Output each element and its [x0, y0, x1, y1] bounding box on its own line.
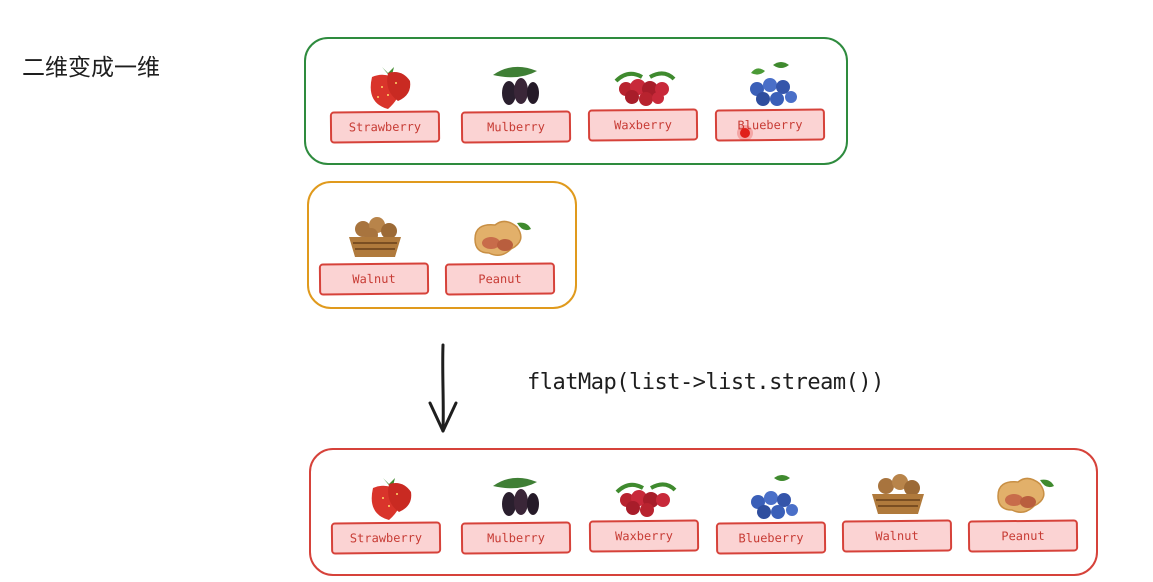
blueberry-icon	[751, 475, 798, 519]
blueberry-icon	[750, 62, 797, 106]
list-item: Strawberry	[330, 472, 443, 572]
flattened-list-box: Strawberry Mulberry Waxberry Blueberry	[309, 448, 1098, 576]
mouse-pointer-icon	[740, 128, 750, 138]
item-label: Strawberry	[330, 521, 442, 555]
list-item: Peanut	[967, 470, 1080, 570]
item-label: Blueberry	[715, 521, 827, 555]
flatmap-code-label: flatMap(list->list.stream())	[527, 370, 884, 395]
item-label: Walnut	[318, 262, 430, 296]
list-item: Strawberry	[329, 61, 442, 161]
list-item: Peanut	[444, 213, 557, 313]
item-label: Strawberry	[329, 110, 441, 144]
item-label: Waxberry	[588, 519, 700, 553]
list-item: Blueberry	[715, 472, 828, 572]
waxberry-icon	[614, 71, 676, 106]
strawberry-icon	[370, 67, 411, 109]
walnut-icon	[349, 217, 401, 257]
list-item: Waxberry	[587, 59, 700, 159]
item-label: Mulberry	[460, 110, 572, 144]
list-item: Waxberry	[588, 470, 701, 570]
peanut-icon	[997, 477, 1054, 513]
item-label: Peanut	[967, 519, 1079, 553]
list-item: Walnut	[841, 470, 954, 570]
walnut-icon	[872, 474, 924, 514]
page-title: 二维变成一维	[22, 55, 160, 81]
mulberry-icon	[493, 477, 539, 516]
down-arrow-icon	[428, 343, 458, 433]
waxberry-icon	[615, 482, 677, 517]
list-item: Mulberry	[460, 472, 573, 572]
item-label: Walnut	[841, 519, 953, 553]
list-item: Mulberry	[460, 61, 573, 161]
item-label: Waxberry	[587, 108, 699, 142]
item-label: Peanut	[444, 262, 556, 296]
item-label: Blueberry	[714, 108, 826, 142]
mulberry-icon	[493, 66, 539, 105]
list-item: Blueberry	[714, 59, 827, 159]
strawberry-icon	[371, 478, 412, 520]
peanut-icon	[474, 220, 531, 256]
list-item: Walnut	[318, 213, 431, 313]
item-label: Mulberry	[460, 521, 572, 555]
nuts-list-box: Walnut Peanut	[307, 181, 577, 309]
berries-list-box: Strawberry Mulberry Waxberry Bluebe	[304, 37, 848, 165]
